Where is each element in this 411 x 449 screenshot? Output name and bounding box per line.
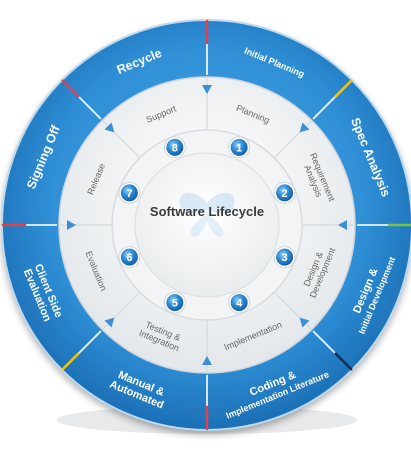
step-numbers: 1 2 3 4 5 6 7 8 bbox=[118, 136, 296, 314]
accent-mark bbox=[61, 79, 80, 98]
step-number: 8 bbox=[172, 142, 178, 154]
accent-mark bbox=[334, 352, 353, 371]
triangle-arrow-icon bbox=[67, 220, 76, 230]
step-number-badge: 8 bbox=[163, 136, 186, 159]
triangle-arrow-icon bbox=[299, 122, 310, 133]
butterfly-logo-icon bbox=[179, 192, 235, 237]
step-number: 7 bbox=[126, 188, 132, 200]
arrows bbox=[67, 85, 347, 365]
center-title: Software Lifecycle bbox=[150, 204, 264, 219]
step-number: 5 bbox=[172, 298, 178, 310]
step-number: 1 bbox=[236, 142, 242, 154]
step-number-badge: 6 bbox=[118, 246, 141, 269]
triangle-arrow-icon bbox=[104, 317, 115, 328]
step-number-badge: 7 bbox=[118, 181, 141, 204]
center-disc bbox=[134, 152, 280, 298]
triangle-arrow-icon bbox=[299, 317, 310, 328]
step-number: 3 bbox=[282, 252, 288, 264]
triangle-arrow-icon bbox=[104, 122, 115, 133]
triangle-arrow-icon bbox=[338, 220, 347, 230]
step-number: 6 bbox=[126, 252, 132, 264]
step-number-badge: 1 bbox=[228, 136, 251, 159]
step-number-badge: 4 bbox=[228, 291, 251, 314]
step-number-badge: 2 bbox=[273, 181, 296, 204]
triangle-arrow-icon bbox=[202, 85, 212, 94]
step-number: 4 bbox=[236, 298, 243, 310]
step-number: 2 bbox=[282, 188, 288, 200]
triangle-arrow-icon bbox=[202, 356, 212, 365]
step-number-badge: 5 bbox=[163, 291, 186, 314]
accent-mark bbox=[334, 79, 353, 98]
accent-mark bbox=[61, 352, 80, 371]
step-number-badge: 3 bbox=[273, 246, 296, 269]
accent-marks bbox=[1, 19, 411, 431]
